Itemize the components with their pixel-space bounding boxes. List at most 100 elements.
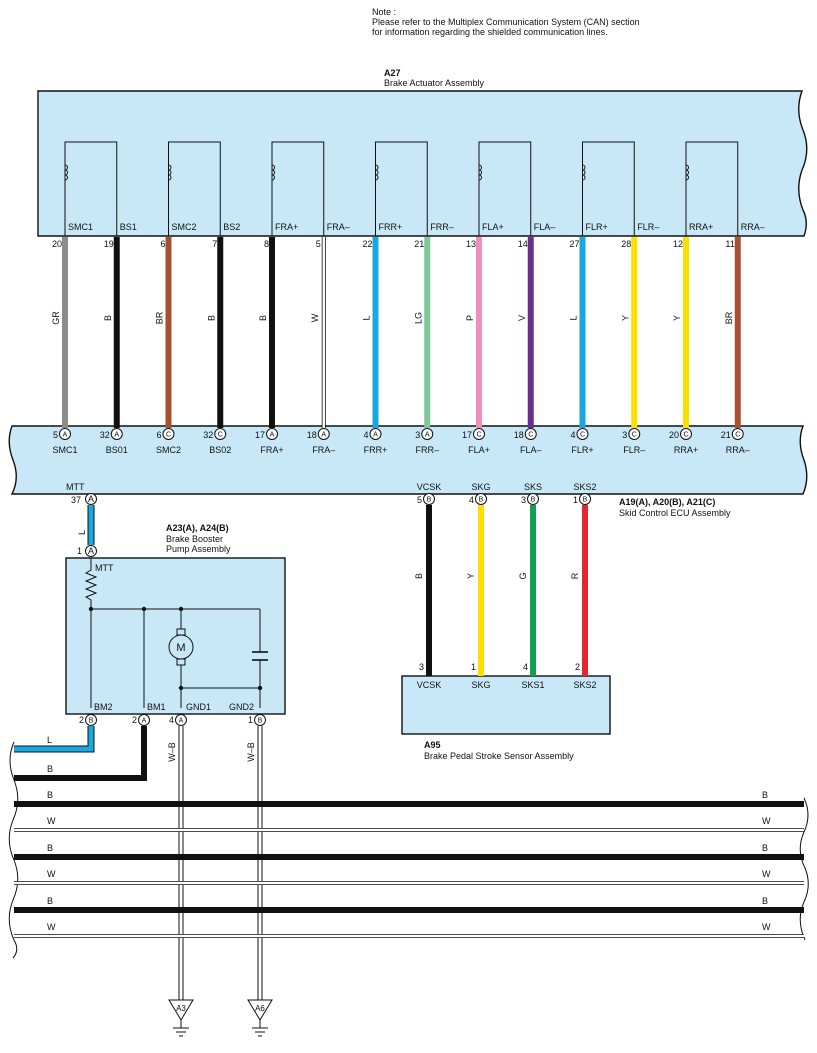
- actuator-pin-name: FRA+: [275, 222, 298, 232]
- ecu-connector-letter: C: [476, 432, 481, 439]
- ecu-pin-number: 17: [462, 430, 472, 440]
- ecu-sensor-pin-name: SKG: [471, 482, 490, 492]
- ecu-connector-letter: C: [683, 432, 688, 439]
- note-line-2: for information regarding the shielded c…: [372, 27, 608, 37]
- sensor-pin-number: 1: [471, 662, 476, 672]
- actuator-pin-number: 7: [212, 239, 217, 249]
- actuator-name: Brake Actuator Assembly: [384, 78, 485, 88]
- brake-actuator-assembly: A27 Brake Actuator Assembly SMC120BS119S…: [37, 68, 808, 249]
- actuator-pin-name: FRR+: [379, 222, 403, 232]
- wire-color-code: BR: [155, 311, 165, 324]
- ecu-pin-number: 18: [514, 430, 524, 440]
- wire-color-code: GR: [51, 311, 61, 325]
- ecu-pin-number: 32: [203, 430, 213, 440]
- wire-color-code: Y: [620, 315, 630, 321]
- ecu-connector-letter: A: [270, 432, 275, 439]
- resistor-and-bm2-line: [84, 558, 98, 708]
- actuator-pin-name: FRR–: [430, 222, 454, 232]
- ecu-sensor-pin-number: 3: [521, 495, 526, 505]
- harness-wire-label-right: B: [762, 790, 768, 800]
- ecu-connector-letter: A: [373, 432, 378, 439]
- actuator-pin-number: 11: [725, 239, 734, 249]
- ecu-sensor-connector: [423, 493, 435, 505]
- sensor-pin-name: SKS1: [521, 680, 544, 690]
- ecu-sensor-connector-letter: B: [479, 497, 484, 504]
- pump-mtt-pin: MTT: [95, 563, 114, 573]
- wire-color-code: V: [517, 315, 527, 321]
- ecu-connector: [576, 428, 589, 440]
- ecu-sensor-connector: [527, 493, 539, 505]
- actuator-box: [37, 90, 808, 237]
- ecu-mtt-no: 37: [71, 495, 81, 505]
- ecu-pin-name: FLA–: [520, 445, 542, 455]
- ecu-connector-letter: C: [528, 432, 533, 439]
- ecu-connector-letter: C: [218, 432, 223, 439]
- pump-top-conn: A: [88, 546, 94, 556]
- ecu-sensor-connector-letter: B: [531, 497, 536, 504]
- solenoid-coil-icon: [271, 164, 275, 181]
- mtt-wire-color: L: [77, 530, 87, 535]
- ecu-pin-number: 21: [721, 430, 731, 440]
- wire-color-code: LG: [413, 312, 423, 324]
- solenoid-bracket: [168, 141, 221, 236]
- bm1-wire: [14, 726, 147, 781]
- pump-connector-letter: B: [89, 718, 94, 725]
- actuator-pin-number: 13: [466, 239, 476, 249]
- actuator-pin-number: 28: [621, 239, 631, 249]
- harness-wire-label-right: W: [762, 922, 771, 932]
- ecu-connector-letter: C: [580, 432, 585, 439]
- solenoid-coil-icon: [478, 164, 482, 181]
- ecu-connector-letter: A: [63, 432, 68, 439]
- ecu-pin-name: FRR+: [364, 445, 388, 455]
- pump-connector: [175, 714, 187, 726]
- solenoid-coil-icon: [582, 164, 586, 181]
- ecu-pin-number: 20: [669, 430, 679, 440]
- ecu-pin-name: FLR+: [571, 445, 593, 455]
- ecu-sensor-pin-number: 4: [469, 495, 474, 505]
- ground-point-label: A3: [176, 1004, 186, 1013]
- actuator-code: A27: [384, 68, 401, 78]
- sensor-code: A95: [424, 740, 441, 750]
- ecu-codes: A19(A), A20(B), A21(C): [619, 497, 715, 507]
- sensor-wire-color: Y: [466, 573, 476, 579]
- actuator-pin-name: BS2: [223, 222, 240, 232]
- ecu-sensor-pin-number: 1: [573, 495, 578, 505]
- sensor-pin-number: 2: [575, 662, 580, 672]
- solenoid-bracket: [271, 141, 325, 236]
- ground-point-label: A6: [255, 1004, 265, 1013]
- pump-connector: [85, 714, 97, 726]
- wire-color-code: B: [206, 315, 216, 321]
- actuator-pin-number: 21: [414, 239, 424, 249]
- wire-color-code: P: [465, 315, 475, 321]
- wire-color-code: L: [569, 315, 579, 320]
- ecu-sensor-pin-number: 5: [417, 495, 422, 505]
- ecu-mtt-connector: [85, 493, 97, 505]
- ecu-sensor-pin-name: SKS2: [573, 482, 596, 492]
- wire-color-code: BR: [724, 311, 734, 324]
- harness-wire-label-right: B: [762, 843, 768, 853]
- wire-color-code: Y: [672, 315, 682, 321]
- bm2-wire-outline: [14, 726, 95, 753]
- ecu-pin-number: 4: [570, 430, 575, 440]
- harness-wire-label-right: B: [762, 896, 768, 906]
- ecu-pin-number: 3: [415, 430, 420, 440]
- ecu-connector-letter: A: [114, 432, 119, 439]
- harness-break-right: [799, 797, 809, 941]
- ecu-pin-name: FRA–: [312, 445, 335, 455]
- ecu-connector-letter: A: [425, 432, 430, 439]
- pump-connector: [254, 714, 266, 726]
- ecu-sensor-connector-letter: B: [427, 497, 432, 504]
- ecu-connector: [628, 428, 641, 440]
- pump-pin-number: 4: [169, 715, 174, 725]
- ecu-pin-name: RRA–: [726, 445, 750, 455]
- note-line-1: Please refer to the Multiplex Communicat…: [372, 17, 640, 27]
- sensor-pin-name: SKS2: [573, 680, 596, 690]
- harness-wire-label: B: [47, 764, 53, 774]
- ecu-connector: [731, 428, 744, 440]
- harness-wire-label-right: W: [762, 869, 771, 879]
- pump-pin-name: BM2: [94, 702, 113, 712]
